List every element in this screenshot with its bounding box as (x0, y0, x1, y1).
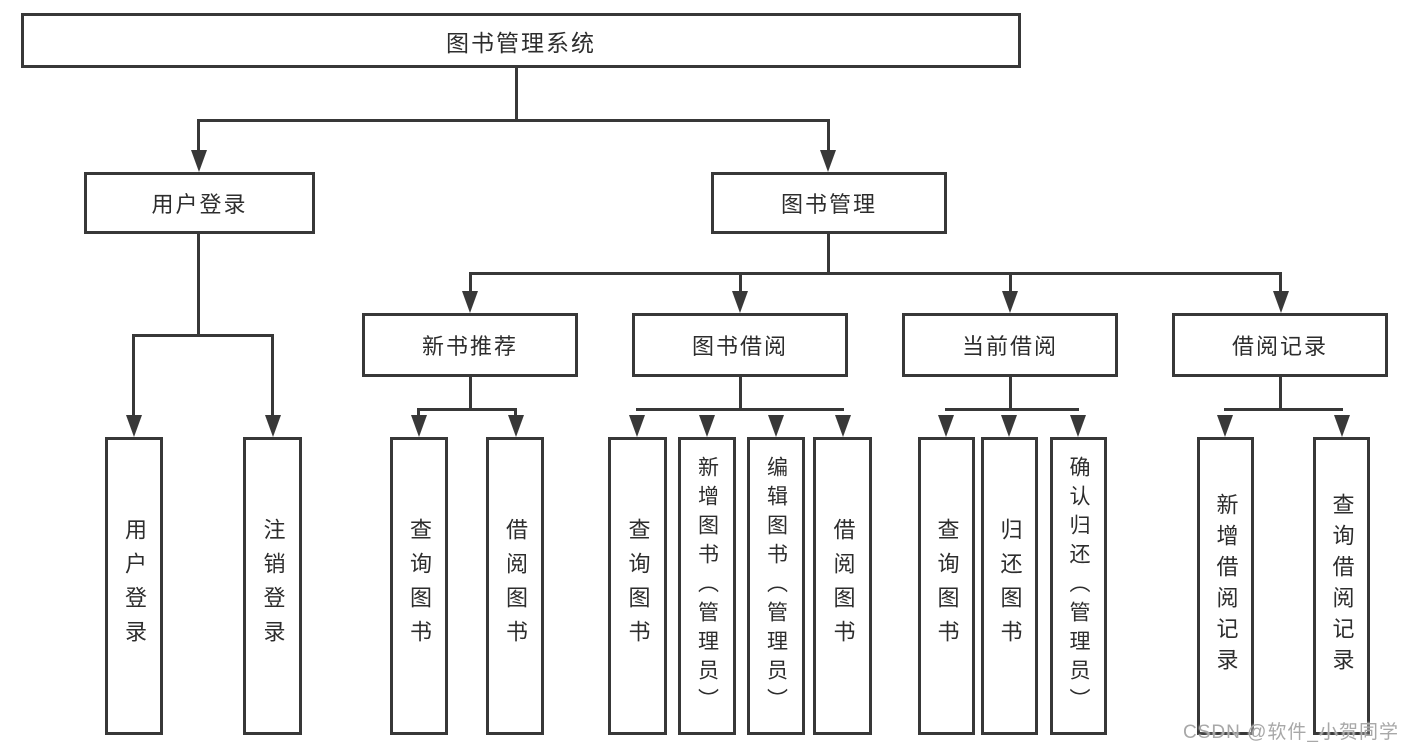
csdn-watermark: CSDN @软件_小贺同学 (1183, 722, 1399, 743)
node-new-book: 新书推荐 (362, 313, 578, 377)
leaf-borrow-book-label: 借阅图书 (830, 518, 856, 654)
arrowhead-newbook-leaf2 (508, 415, 524, 437)
node-borrow-record-label: 借阅记录 (1231, 334, 1328, 359)
connector-userlogin-horizontal (133, 334, 274, 337)
leaf-borrow-edit-admin: 编辑图书（管理员） (747, 437, 805, 735)
node-root-label: 图书管理系统 (446, 29, 596, 56)
leaf-borrow-add-admin: 新增图书（管理员） (678, 437, 736, 735)
node-book-borrow-label: 图书借阅 (691, 334, 788, 359)
leaf-record-add-label: 新增借阅记录 (1213, 493, 1239, 679)
node-user-login-label: 用户登录 (151, 192, 248, 217)
leaf-logout: 注销登录 (243, 437, 302, 735)
connector-drop-newbook-leaf1 (417, 408, 420, 418)
arrowhead-logout-leaf (265, 415, 281, 437)
node-user-login: 用户登录 (84, 172, 315, 234)
arrowhead-bookborrow-leaf2 (699, 415, 715, 437)
arrowhead-current-borrow (1002, 291, 1018, 313)
connector-drop-borrow-record (1279, 272, 1282, 294)
leaf-borrow-query: 查询图书 (608, 437, 667, 735)
connector-drop-logout-leaf (271, 334, 274, 417)
arrowhead-bookborrow-leaf4 (835, 415, 851, 437)
connector-root-stem (515, 67, 518, 121)
arrowhead-currentborrow-leaf3 (1070, 415, 1086, 437)
arrowhead-borrow-record (1273, 291, 1289, 313)
connector-bookborrow-horizontal (636, 408, 844, 411)
leaf-current-query: 查询图书 (918, 437, 975, 735)
connector-newbook-horizontal (418, 408, 517, 411)
arrowhead-book-mgmt (820, 150, 836, 172)
leaf-record-query: 查询借阅记录 (1313, 437, 1370, 735)
leaf-user-login: 用户登录 (105, 437, 163, 735)
arrowhead-bookborrow-leaf1 (629, 415, 645, 437)
node-root: 图书管理系统 (21, 13, 1021, 68)
arrowhead-borrowrecord-leaf2 (1334, 415, 1350, 437)
leaf-user-login-label: 用户登录 (122, 518, 147, 654)
connector-bookborrow-stem (739, 376, 742, 410)
connector-currentborrow-horizontal (945, 408, 1079, 411)
leaf-borrow-query-label: 查询图书 (625, 518, 651, 654)
connector-borrowrecord-stem (1279, 376, 1282, 410)
leaf-newbook-query: 查询图书 (390, 437, 448, 735)
connector-drop-current-borrow (1009, 272, 1012, 294)
node-new-book-label: 新书推荐 (421, 334, 518, 359)
arrowhead-book-borrow (732, 291, 748, 313)
leaf-newbook-borrow-label: 借阅图书 (503, 518, 528, 654)
node-book-mgmt-label: 图书管理 (780, 192, 877, 217)
leaf-current-confirm-admin-label: 确认归还（管理员） (1067, 455, 1090, 717)
leaf-borrow-add-admin-label: 新增图书（管理员） (695, 455, 719, 717)
arrowhead-bookborrow-leaf3 (768, 415, 784, 437)
connector-drop-book-mgmt (827, 119, 830, 153)
leaf-newbook-query-label: 查询图书 (407, 518, 432, 654)
leaf-record-query-label: 查询借阅记录 (1329, 493, 1355, 679)
arrowhead-newbook-leaf1 (411, 415, 427, 437)
connector-bookmgmt-stem (827, 233, 830, 274)
leaf-current-confirm-admin: 确认归还（管理员） (1050, 437, 1107, 735)
node-book-mgmt: 图书管理 (711, 172, 947, 234)
connector-currentborrow-stem (1009, 376, 1012, 410)
arrowhead-borrowrecord-leaf1 (1217, 415, 1233, 437)
node-current-borrow: 当前借阅 (902, 313, 1118, 377)
leaf-borrow-book: 借阅图书 (813, 437, 872, 735)
leaf-logout-label: 注销登录 (260, 518, 286, 654)
connector-bookmgmt-horizontal (469, 272, 1282, 275)
connector-newbook-stem (469, 376, 472, 410)
connector-userlogin-stem (197, 233, 200, 336)
arrowhead-currentborrow-leaf1 (938, 415, 954, 437)
connector-root-horizontal (197, 119, 830, 122)
connector-borrowrecord-horizontal (1224, 408, 1343, 411)
arrowhead-user-login (191, 150, 207, 172)
arrowhead-new-book (462, 291, 478, 313)
connector-drop-login-leaf (132, 334, 135, 417)
leaf-current-query-label: 查询图书 (934, 518, 960, 654)
leaf-current-return: 归还图书 (981, 437, 1038, 735)
leaf-record-add: 新增借阅记录 (1197, 437, 1254, 735)
arrowhead-login-leaf (126, 415, 142, 437)
leaf-newbook-borrow: 借阅图书 (486, 437, 544, 735)
node-book-borrow: 图书借阅 (632, 313, 848, 377)
arrowhead-currentborrow-leaf2 (1001, 415, 1017, 437)
connector-drop-user-login (197, 119, 200, 153)
connector-drop-new-book (469, 272, 472, 294)
connector-drop-book-borrow (739, 272, 742, 294)
connector-drop-newbook-leaf2 (514, 408, 517, 418)
leaf-current-return-label: 归还图书 (997, 518, 1023, 654)
leaf-borrow-edit-admin-label: 编辑图书（管理员） (764, 455, 788, 717)
node-borrow-record: 借阅记录 (1172, 313, 1388, 377)
node-current-borrow-label: 当前借阅 (961, 334, 1058, 359)
